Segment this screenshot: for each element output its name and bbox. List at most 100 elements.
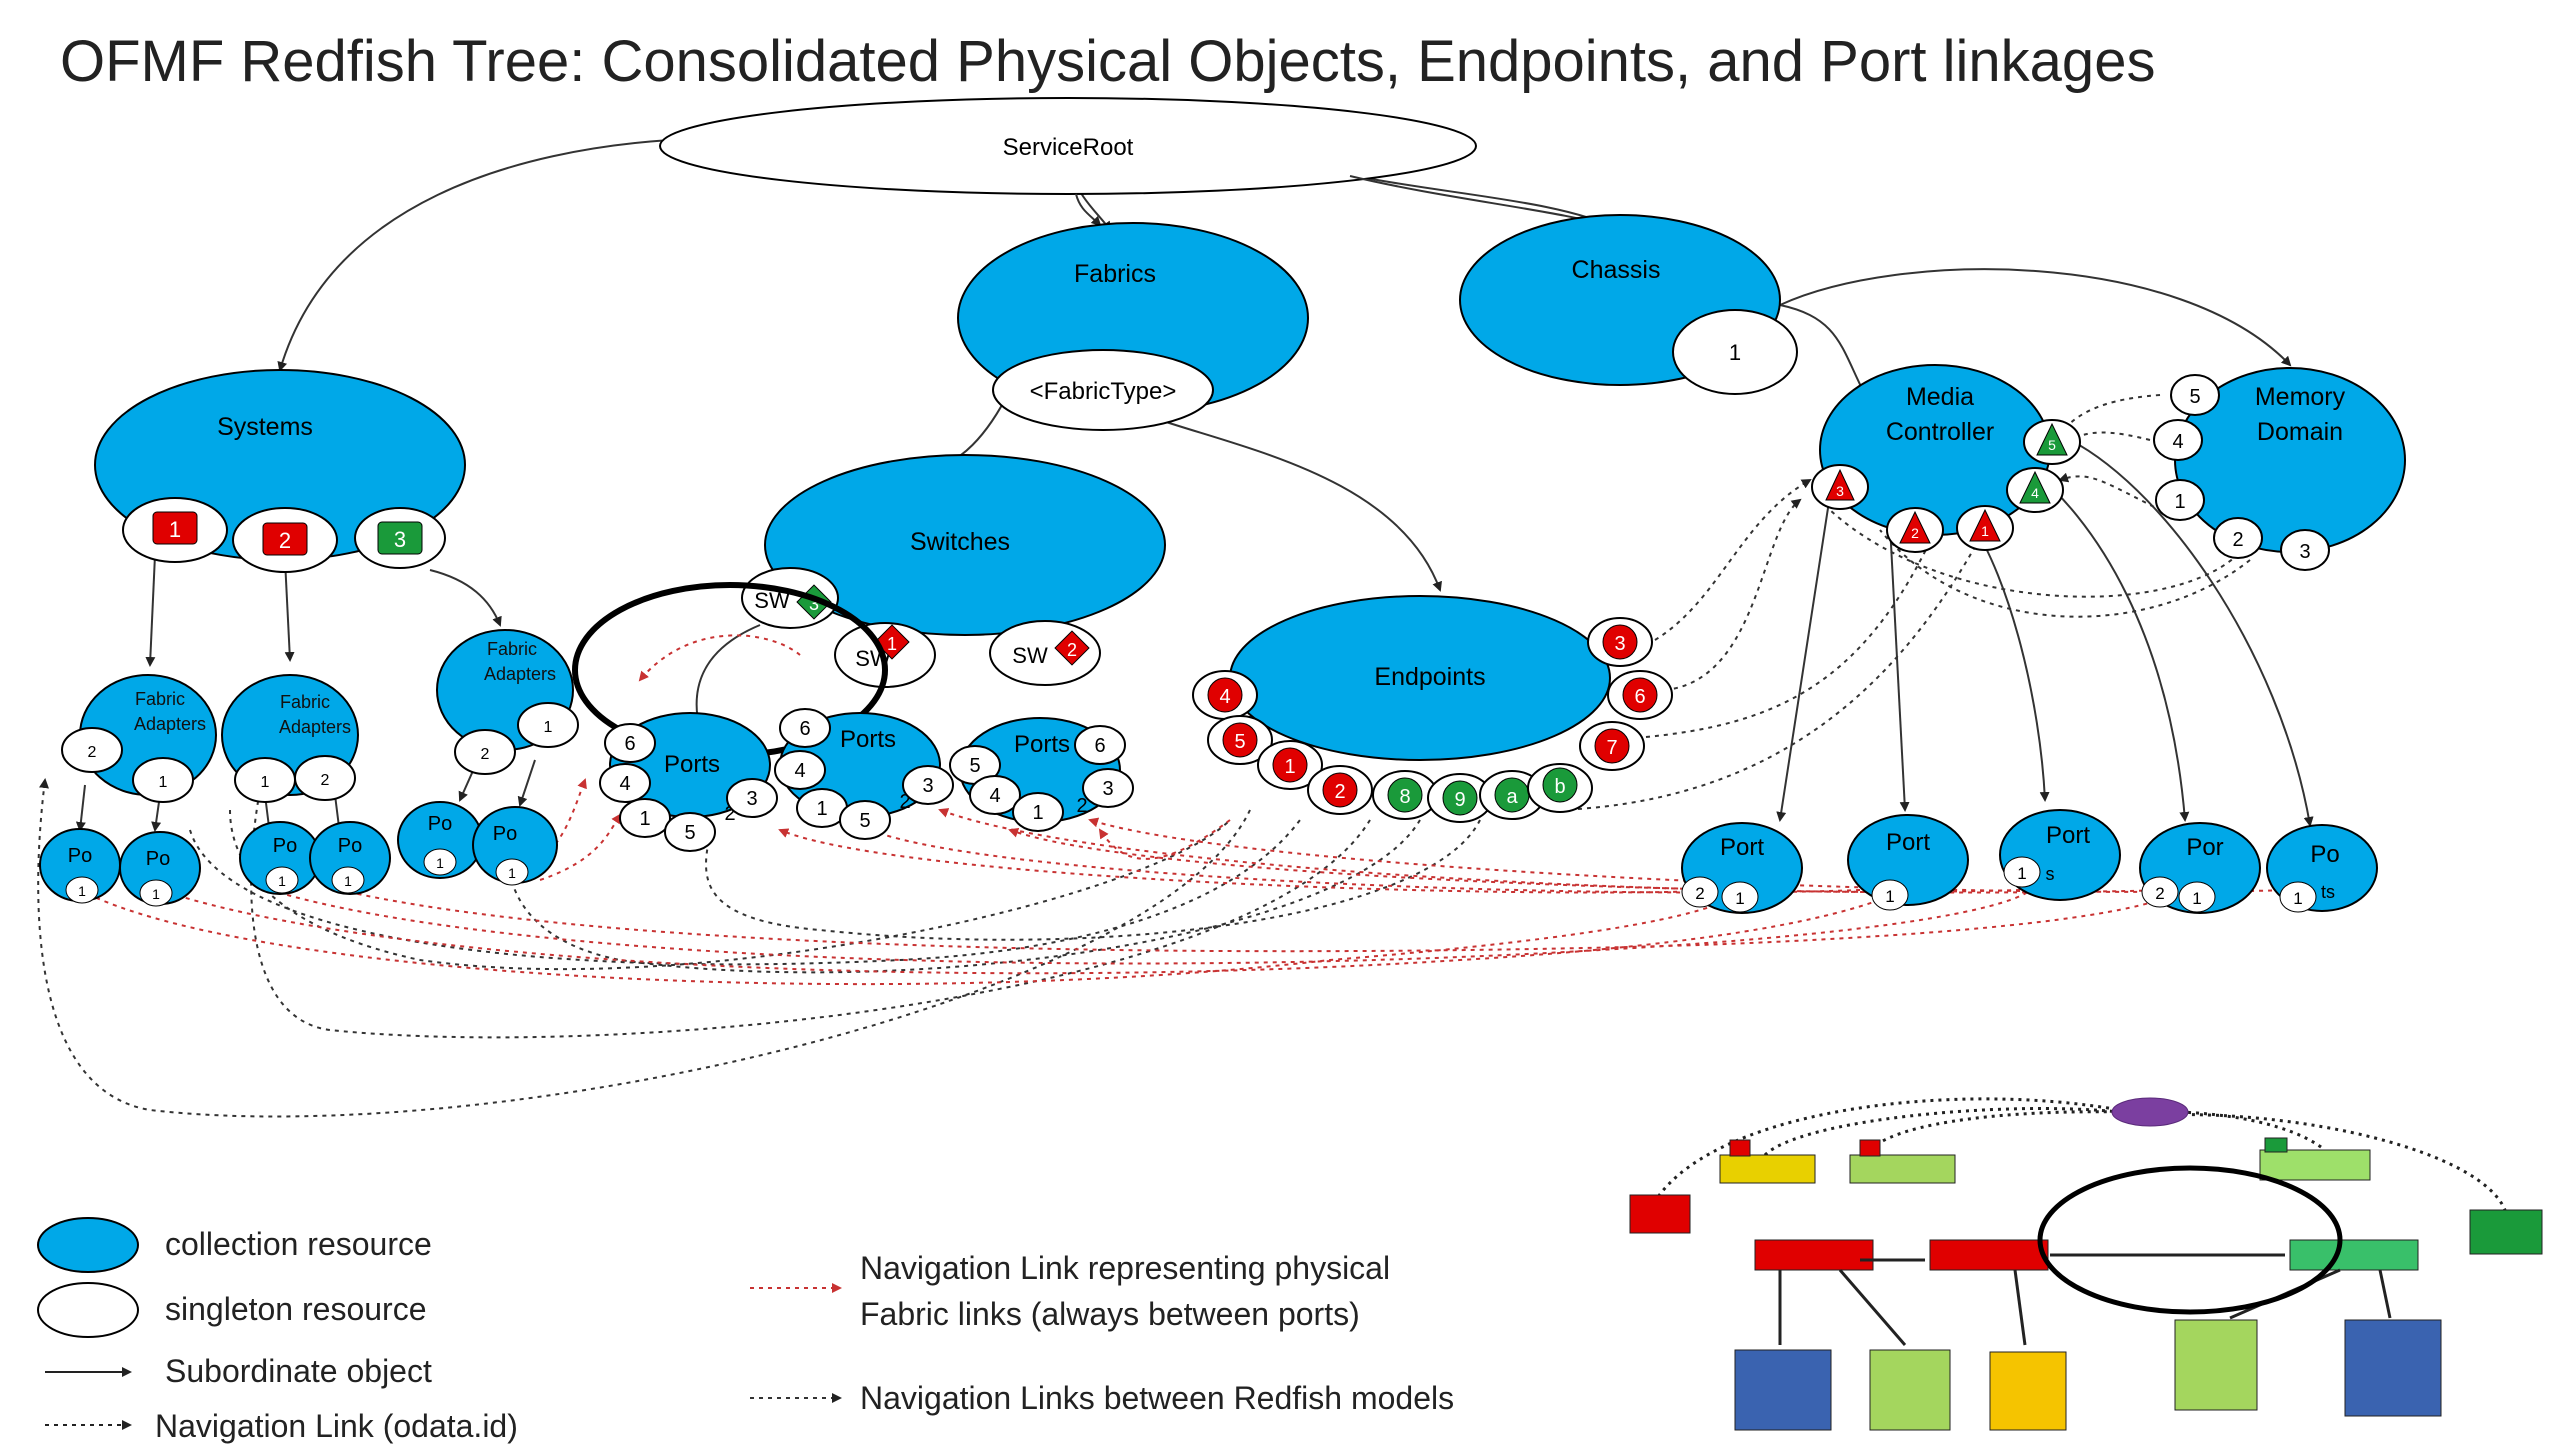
- svg-text:2: 2: [481, 746, 490, 763]
- fabric-type-label: <FabricType>: [1030, 378, 1177, 405]
- svg-text:1: 1: [544, 719, 553, 736]
- svg-text:2: 2: [1334, 781, 1345, 803]
- svg-text:3: 3: [1614, 633, 1625, 655]
- endpoints-label: Endpoints: [1374, 663, 1485, 691]
- svg-text:Memory: Memory: [2255, 383, 2346, 411]
- svg-text:5: 5: [2189, 386, 2200, 408]
- svg-text:Ports: Ports: [664, 751, 720, 778]
- svg-text:Fabric: Fabric: [135, 689, 185, 709]
- svg-text:Po: Po: [146, 848, 170, 870]
- systems-label: Systems: [217, 413, 313, 441]
- svg-text:SW: SW: [1012, 643, 1048, 668]
- fabric-adapters-b[interactable]: Fabric Adapters 1 2: [221, 674, 359, 803]
- svg-text:4: 4: [1219, 686, 1230, 708]
- svg-text:Media: Media: [1906, 383, 1974, 411]
- svg-text:3: 3: [746, 788, 757, 810]
- switches-node[interactable]: Switches SW 3 SW 1 SW 2: [741, 454, 1166, 688]
- svg-text:3: 3: [922, 775, 933, 797]
- ports-group-1[interactable]: Ports 6 4 1 5 2 3: [599, 712, 778, 852]
- legend-physical-line2: Fabric links (always between ports): [860, 1296, 1360, 1332]
- chassis-node[interactable]: Chassis 1: [1459, 214, 1798, 395]
- svg-text:1: 1: [639, 808, 650, 830]
- fabrics-label: Fabrics: [1074, 260, 1156, 288]
- svg-text:Adapters: Adapters: [279, 717, 351, 737]
- svg-text:1: 1: [508, 865, 516, 881]
- svg-text:Domain: Domain: [2257, 418, 2343, 446]
- svg-text:6: 6: [1094, 735, 1105, 757]
- fabric-adapters-a[interactable]: Fabric Adapters 2 1: [61, 674, 217, 803]
- fabrics-node[interactable]: Fabrics <FabricType>: [957, 222, 1309, 431]
- svg-text:2: 2: [1076, 795, 1087, 817]
- svg-text:Po: Po: [493, 823, 517, 845]
- svg-text:1: 1: [1729, 340, 1741, 365]
- service-root-node[interactable]: ServiceRoot: [659, 97, 1477, 195]
- svg-text:6: 6: [624, 733, 635, 755]
- svg-text:1: 1: [436, 855, 444, 871]
- svg-text:2: 2: [1067, 640, 1077, 660]
- svg-text:1: 1: [169, 517, 181, 542]
- svg-text:1: 1: [344, 873, 352, 889]
- svg-text:1: 1: [152, 886, 160, 902]
- switches-label: Switches: [910, 528, 1010, 556]
- svg-text:s: s: [2046, 864, 2055, 884]
- svg-text:1: 1: [1735, 889, 1744, 908]
- svg-text:1: 1: [78, 883, 86, 899]
- svg-text:4: 4: [2172, 431, 2183, 453]
- svg-text:Po: Po: [2310, 841, 2339, 868]
- svg-text:Port: Port: [2046, 822, 2090, 849]
- svg-text:b: b: [1554, 776, 1565, 798]
- svg-text:2: 2: [2232, 529, 2243, 551]
- svg-text:Po: Po: [338, 835, 362, 857]
- svg-text:2: 2: [899, 791, 910, 813]
- svg-text:Fabric: Fabric: [280, 692, 330, 712]
- right-port-nodes[interactable]: Port 2 1 Port 1 Port 1 s Por 2 1 Po 1 ts: [1681, 809, 2378, 914]
- svg-text:1: 1: [278, 873, 286, 889]
- service-root-label: ServiceRoot: [1003, 134, 1134, 161]
- svg-text:1: 1: [159, 774, 168, 791]
- svg-text:Port: Port: [1720, 834, 1764, 861]
- fabric-adapters-c[interactable]: Fabric Adapters 2 1: [436, 629, 579, 775]
- svg-text:Po: Po: [428, 813, 452, 835]
- svg-text:Ports: Ports: [840, 726, 896, 753]
- mini-topology: [1629, 1097, 2543, 1431]
- svg-text:Adapters: Adapters: [484, 664, 556, 684]
- svg-text:2: 2: [2155, 884, 2164, 903]
- svg-text:1: 1: [2293, 889, 2302, 908]
- memory-domain-node[interactable]: Memory Domain 5 4 1 2 3: [2153, 367, 2406, 571]
- svg-text:6: 6: [1634, 686, 1645, 708]
- svg-text:3: 3: [809, 594, 819, 614]
- svg-text:Po: Po: [273, 835, 297, 857]
- po-nodes[interactable]: Po 1 Po 1 Po 1 Po 1 Po 1 Po 1: [39, 801, 558, 907]
- legend-collection: collection resource: [165, 1226, 432, 1262]
- svg-text:a: a: [1506, 786, 1518, 808]
- svg-text:1: 1: [1885, 887, 1894, 906]
- ports-group-3[interactable]: Ports 6 5 4 1 2 3: [949, 717, 1134, 832]
- endpoints-node[interactable]: Endpoints: [1229, 595, 1611, 761]
- svg-text:5: 5: [859, 810, 870, 832]
- svg-text:1: 1: [261, 774, 270, 791]
- svg-text:4: 4: [989, 785, 1000, 807]
- svg-text:4: 4: [619, 773, 630, 795]
- legend-physical-line1: Navigation Link representing physical: [860, 1250, 1391, 1286]
- media-controller-node[interactable]: Media Controller 3 2 1 5 4: [1811, 364, 2081, 553]
- svg-text:1: 1: [1284, 756, 1295, 778]
- endpoint-badges[interactable]: 4 5 1 2 8 9 a b 3 6 7: [1192, 617, 1673, 823]
- ports-group-2[interactable]: Ports 6 4 1 5 2 3: [774, 708, 954, 840]
- physical-fabric-links: [79, 634, 2291, 986]
- systems-node[interactable]: Systems 1 2 3: [94, 369, 466, 573]
- svg-text:2: 2: [1911, 525, 1919, 541]
- svg-text:1: 1: [1981, 523, 1989, 539]
- chassis-label: Chassis: [1572, 256, 1661, 284]
- svg-text:4: 4: [2031, 485, 2039, 501]
- svg-text:2: 2: [321, 772, 330, 789]
- svg-text:1: 1: [1032, 802, 1043, 824]
- svg-text:1: 1: [2017, 864, 2026, 883]
- svg-text:6: 6: [799, 718, 810, 740]
- svg-text:1: 1: [887, 634, 897, 654]
- svg-text:4: 4: [794, 760, 805, 782]
- legend: [37, 1217, 842, 1430]
- legend-singleton: singleton resource: [165, 1291, 427, 1327]
- svg-text:5: 5: [684, 822, 695, 844]
- svg-text:5: 5: [1234, 731, 1245, 753]
